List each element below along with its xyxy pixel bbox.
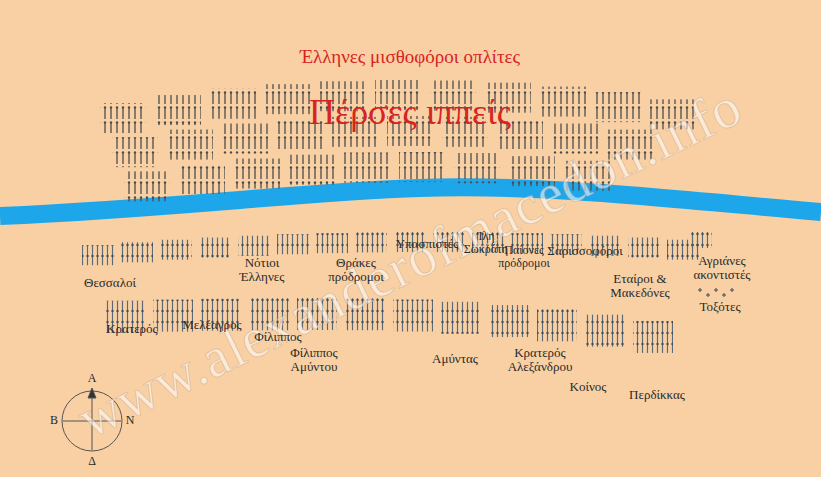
unit-label: Εταίροι & Μακεδόνες	[600, 272, 680, 300]
archer-mark	[722, 293, 726, 297]
unit-block	[393, 300, 433, 332]
unit-block	[537, 309, 577, 341]
unit-block	[297, 298, 337, 330]
unit-block	[179, 164, 225, 194]
unit-block	[564, 161, 610, 191]
unit-block	[690, 232, 712, 248]
unit-block	[222, 124, 268, 154]
unit-block	[650, 99, 696, 129]
unit-block	[210, 89, 256, 119]
unit-block	[489, 305, 529, 337]
unit-block	[607, 130, 653, 160]
unit-block	[124, 171, 170, 201]
compass-letter: Δ	[88, 455, 96, 468]
unit-block	[289, 155, 335, 185]
unit-label: Θεσσαλοί	[84, 276, 136, 290]
unit-block	[155, 95, 201, 125]
unit-block	[160, 240, 192, 260]
unit-block	[552, 124, 598, 154]
commander-label: Φίλιππος	[254, 330, 301, 344]
commander-label: Αμύντας	[432, 352, 478, 366]
unit-block	[399, 152, 445, 182]
commander-label: Περδίκκας	[629, 388, 685, 402]
unit-block	[628, 237, 660, 257]
force-label: Πέρσες ιππείς	[309, 92, 511, 132]
unit-block	[345, 298, 385, 330]
unit-block	[441, 302, 481, 334]
unit-block	[316, 233, 348, 253]
unit-block	[234, 159, 280, 189]
commander-label: Κοίνος	[570, 380, 607, 394]
unit-block	[100, 103, 146, 133]
compass-letter: Ν	[126, 414, 135, 427]
unit-block	[121, 242, 153, 262]
compass-letter: Β	[50, 414, 58, 427]
compass-letter: Α	[88, 372, 97, 385]
compass	[62, 388, 122, 451]
commander-label: Κρατερός Αλεξάνδρου	[500, 346, 580, 374]
unit-block	[238, 236, 270, 256]
commander-label: Κρατερός	[106, 322, 158, 336]
unit-block	[509, 156, 555, 186]
unit-label: Θράκες πρόδρομοι	[321, 256, 391, 284]
unit-block	[540, 87, 586, 117]
unit-label: Υπασπιστές	[396, 237, 459, 251]
unit-block	[82, 245, 114, 265]
unit-block	[265, 84, 311, 114]
unit-block	[633, 321, 673, 353]
unit-blocks	[82, 80, 734, 353]
unit-label: Νότιοι Έλληνες	[227, 256, 297, 284]
archer-mark	[706, 293, 710, 297]
unit-block	[585, 315, 625, 347]
unit-block	[595, 92, 641, 122]
unit-block	[112, 137, 158, 167]
river	[0, 187, 821, 216]
commander-label: Φίλιππος Αμύντου	[274, 346, 354, 374]
force-label: Έλληνες μισθοφόροι οπλίτες	[300, 46, 520, 67]
unit-block	[454, 153, 500, 183]
archer-mark	[714, 288, 718, 292]
unit-label: Αγριάνες ακοντιστές	[682, 254, 762, 282]
archer-mark	[698, 288, 702, 292]
unit-block	[355, 232, 387, 252]
unit-label: Σαρισσοφόροι	[547, 244, 622, 258]
unit-block	[277, 234, 309, 254]
archer-mark	[730, 288, 734, 292]
unit-label: Τοξότες	[699, 300, 740, 314]
unit-block	[249, 298, 289, 330]
unit-block	[167, 130, 213, 160]
unit-block	[199, 238, 231, 258]
unit-block	[344, 153, 390, 183]
commander-label: Μελέαγρος	[182, 318, 241, 332]
